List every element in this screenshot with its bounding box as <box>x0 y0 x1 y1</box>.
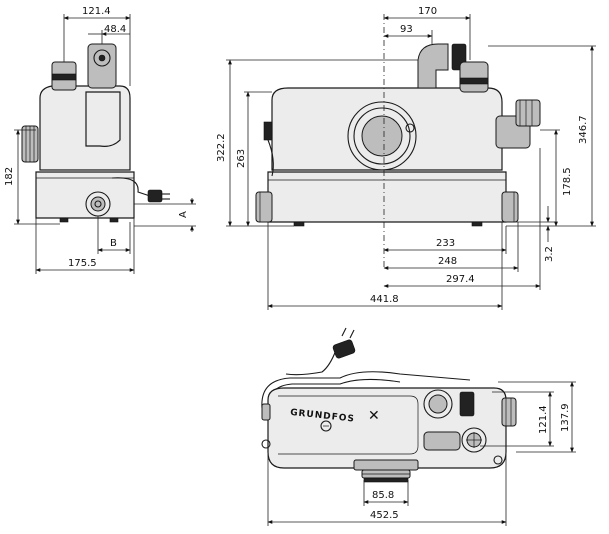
top-view-dimensions: 137.9 121.4 85.8 452.5 <box>267 381 576 526</box>
dim-side-bottom-width: 175.5 <box>68 258 97 269</box>
side-view <box>21 43 170 223</box>
dim-top-137: 137.9 <box>560 403 571 432</box>
dim-side-top-width: 121.4 <box>82 6 111 17</box>
dim-top-452: 452.5 <box>370 510 399 521</box>
dim-front-170: 170 <box>418 6 437 17</box>
dim-front-248: 248 <box>438 256 457 267</box>
dim-side-height: 182 <box>4 167 15 186</box>
dim-front-322: 322.2 <box>216 133 227 162</box>
front-view-dimensions: 170 93 322.2 263 178.5 346.7 3.2 233 248… <box>216 6 596 310</box>
dim-front-3-2: 3.2 <box>544 246 555 262</box>
dim-side-a: A <box>178 211 189 218</box>
top-view: GRUNDFOS ✕ <box>261 327 517 483</box>
front-view <box>255 43 541 227</box>
dim-top-121: 121.4 <box>538 405 549 434</box>
dim-front-441: 441.8 <box>370 294 399 305</box>
dim-front-346: 346.7 <box>578 115 589 144</box>
dim-front-297: 297.4 <box>446 274 475 285</box>
dim-front-93: 93 <box>400 24 413 35</box>
dim-side-top-inlet: 48.4 <box>104 24 126 35</box>
dim-front-263: 263 <box>236 149 247 168</box>
dim-front-233: 233 <box>436 238 455 249</box>
dim-top-85: 85.8 <box>372 490 394 501</box>
dim-side-b: B <box>110 238 117 249</box>
side-view-dimensions: 121.4 48.4 182 B A 175.5 <box>4 6 196 274</box>
brand-mark-icon: ✕ <box>368 408 380 424</box>
dim-front-178: 178.5 <box>562 167 573 196</box>
